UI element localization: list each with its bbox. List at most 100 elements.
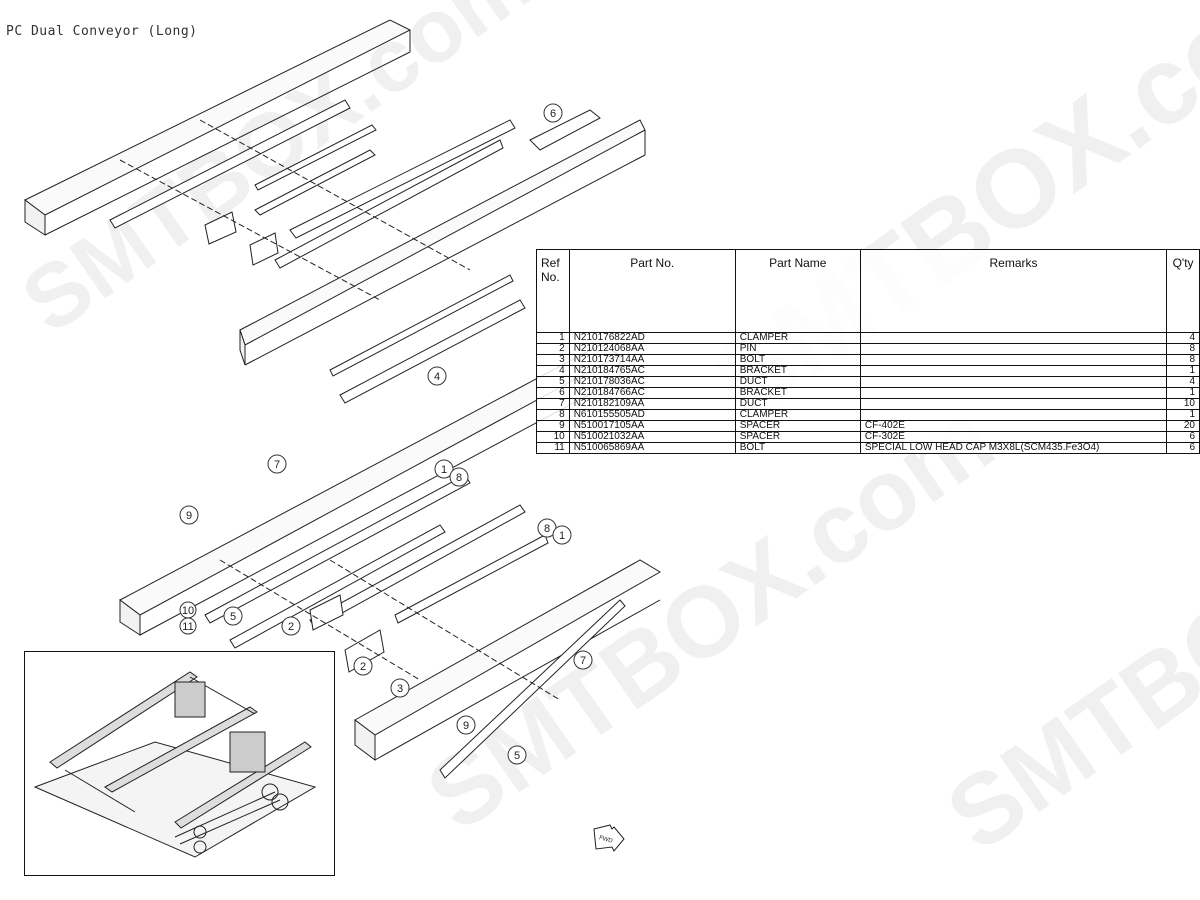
remarks-cell: [859, 376, 1168, 388]
svg-text:9: 9: [463, 720, 469, 732]
header-part-no: Part No.: [568, 249, 736, 333]
ref-cell: 1: [536, 332, 570, 344]
parts-table: Ref No. Part No. Part Name Remarks Q'ty …: [536, 249, 1200, 454]
page-title: PC Dual Conveyor (Long): [6, 24, 198, 39]
qty-cell: 1: [1166, 387, 1200, 399]
header-remarks: Remarks: [859, 249, 1168, 333]
svg-text:6: 6: [550, 108, 556, 120]
callout-4: 4: [427, 366, 447, 386]
callout-group: 6 4 7 1 8 9 8 1 10 11 5 2 2 7 3 9 5: [179, 103, 593, 765]
header-part-name: Part Name: [734, 249, 861, 333]
ref-cell: 8: [536, 409, 570, 421]
part-name-cell: CLAMPER: [734, 409, 861, 421]
ref-cell: 4: [536, 365, 570, 377]
upper-rail-assembly: [24, 19, 646, 377]
header-ref-no: Ref No.: [536, 249, 570, 333]
svg-text:2: 2: [360, 661, 366, 673]
part-name-cell: BOLT: [734, 354, 861, 366]
callout-5: 5: [507, 745, 527, 765]
svg-text:7: 7: [580, 655, 586, 667]
qty-cell: 1: [1166, 365, 1200, 377]
remarks-cell: [859, 332, 1168, 344]
callout-6: 6: [543, 103, 563, 123]
part-no-cell: N510021032AA: [568, 431, 736, 443]
svg-text:8: 8: [544, 523, 550, 535]
ref-cell: 7: [536, 398, 570, 410]
qty-cell: 6: [1166, 442, 1200, 454]
fwd-arrow-icon: FWD: [592, 823, 628, 860]
callout-11: 11: [179, 617, 197, 635]
svg-text:5: 5: [514, 750, 520, 762]
part-no-cell: N510065869AA: [568, 442, 736, 454]
assembly-overview-drawing: [33, 671, 317, 858]
part-name-cell: BRACKET: [734, 387, 861, 399]
part-name-cell: SPACER: [734, 431, 861, 443]
part-no-cell: N610155505AD: [568, 409, 736, 421]
remarks-cell: [859, 365, 1168, 377]
qty-cell: 8: [1166, 343, 1200, 355]
callout-5: 5: [223, 606, 243, 626]
part-no-cell: N210178036AC: [568, 376, 736, 388]
qty-cell: 1: [1166, 409, 1200, 421]
part-name-cell: PIN: [734, 343, 861, 355]
svg-text:5: 5: [230, 611, 236, 623]
part-no-cell: N210124068AA: [568, 343, 736, 355]
callout-10: 10: [179, 601, 197, 619]
part-no-cell: N210173714AA: [568, 354, 736, 366]
callout-2: 2: [353, 656, 373, 676]
part-no-cell: N210182109AA: [568, 398, 736, 410]
svg-text:4: 4: [434, 371, 440, 383]
callout-7: 7: [573, 650, 593, 670]
table-header-row: Ref No. Part No. Part Name Remarks Q'ty: [536, 249, 1200, 333]
callout-1: 1: [434, 459, 454, 479]
qty-cell: 6: [1166, 431, 1200, 443]
part-no-cell: N210184766AC: [568, 387, 736, 399]
part-no-cell: N210176822AD: [568, 332, 736, 344]
callout-9: 9: [456, 715, 476, 735]
part-name-cell: BOLT: [734, 442, 861, 454]
ref-cell: 6: [536, 387, 570, 399]
remarks-cell: [859, 343, 1168, 355]
callout-2: 2: [281, 616, 301, 636]
svg-text:9: 9: [186, 510, 192, 522]
part-no-cell: N210184765AC: [568, 365, 736, 377]
part-name-cell: DUCT: [734, 376, 861, 388]
svg-text:1: 1: [559, 530, 565, 542]
assembly-overview-inset: [24, 651, 335, 876]
ref-cell: 2: [536, 343, 570, 355]
callout-7: 7: [267, 454, 287, 474]
svg-text:FWD: FWD: [598, 835, 613, 845]
remarks-cell: SPECIAL LOW HEAD CAP M3X8L(SCM435.Fe3O4): [859, 442, 1168, 454]
lower-rail-assembly: [119, 299, 661, 779]
callout-1: 1: [552, 525, 572, 545]
remarks-cell: [859, 409, 1168, 421]
part-name-cell: BRACKET: [734, 365, 861, 377]
callout-3: 3: [390, 678, 410, 698]
part-name-cell: SPACER: [734, 420, 861, 432]
svg-text:1: 1: [441, 464, 447, 476]
svg-text:2: 2: [288, 621, 294, 633]
callout-8: 8: [449, 467, 469, 487]
part-no-cell: N510017105AA: [568, 420, 736, 432]
svg-text:7: 7: [274, 459, 280, 471]
ref-cell: 9: [536, 420, 570, 432]
remarks-cell: CF-302E: [859, 431, 1168, 443]
part-name-cell: DUCT: [734, 398, 861, 410]
remarks-cell: [859, 387, 1168, 399]
svg-text:3: 3: [397, 683, 403, 695]
ref-cell: 11: [536, 442, 570, 454]
part-name-cell: CLAMPER: [734, 332, 861, 344]
ref-cell: 3: [536, 354, 570, 366]
